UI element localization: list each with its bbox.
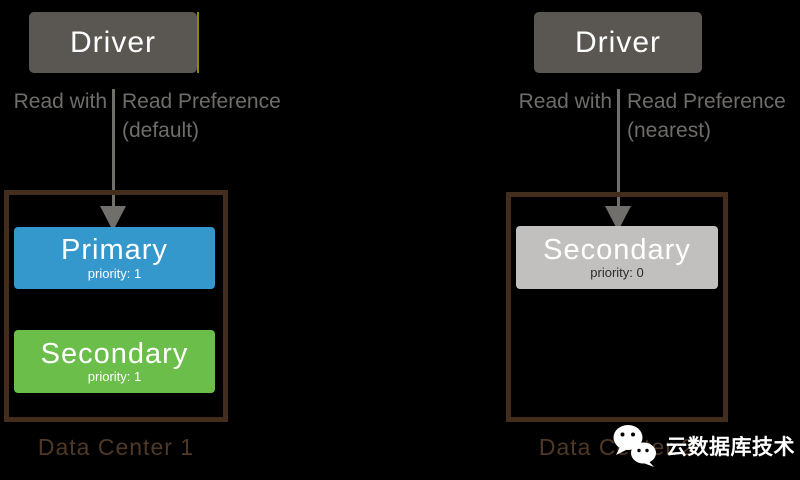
annotation-mode-right: (nearest) xyxy=(627,119,712,142)
node-role-label: Primary xyxy=(61,234,168,267)
watermark: 云数据库技术 xyxy=(612,424,795,468)
node-priority-label: priority: 1 xyxy=(87,265,142,281)
annotation-mode-left: (default) xyxy=(122,119,200,142)
annotation-prefix-left: Read with xyxy=(13,90,107,113)
node-role-label: Secondary xyxy=(543,233,691,266)
annotation-prefix-right: Read with xyxy=(518,90,612,113)
watermark-text: 云数据库技术 xyxy=(666,436,795,459)
driver-box-left: Driver xyxy=(29,12,197,73)
node-priority-label: priority: 0 xyxy=(590,265,644,281)
node-primary: Primary priority: 1 xyxy=(14,227,215,289)
driver-box-right: Driver xyxy=(534,12,702,73)
arrow-head-left xyxy=(100,206,126,231)
wechat-icon xyxy=(613,425,656,467)
annotation-title-right: Read Preference xyxy=(627,90,786,113)
arrow-line-left xyxy=(112,89,115,207)
data-center-label-left: Data Center 1 xyxy=(37,434,195,460)
node-secondary-green: Secondary priority: 1 xyxy=(14,330,215,393)
node-priority-label: priority: 1 xyxy=(87,369,142,385)
node-secondary-gray: Secondary priority: 0 xyxy=(516,226,718,289)
annotation-title-left: Read Preference xyxy=(122,90,281,113)
driver-label: Driver xyxy=(70,25,156,59)
data-center-frame-left xyxy=(4,190,228,422)
arrow-line-right xyxy=(617,89,620,207)
driver-label: Driver xyxy=(575,25,661,59)
data-center-frame-right xyxy=(506,192,728,422)
node-role-label: Secondary xyxy=(40,337,189,370)
driver-accent-sliver xyxy=(197,12,199,73)
